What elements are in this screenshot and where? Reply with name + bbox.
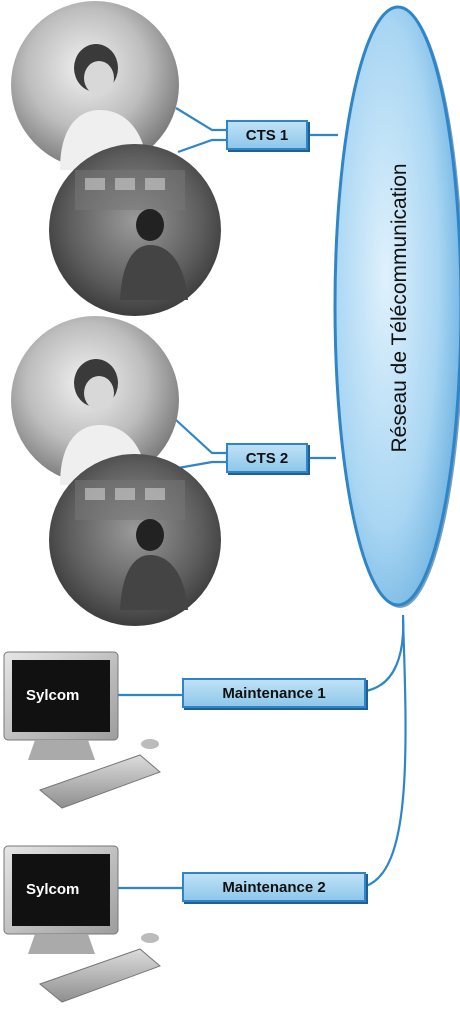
link-maint2-network [365,619,407,888]
link-maint1-network [365,614,405,693]
mouse-1 [141,739,159,749]
keyboard-2 [38,948,161,1003]
operator-photo-group-1 [11,1,221,316]
link-photo1-cts1 [175,107,226,132]
link-photo3-cts2 [175,419,226,455]
keyboard-1 [38,754,161,809]
network-ellipse [333,5,460,608]
node-maintenance-1: Maintenance 1 [182,678,366,708]
operator-photo-group-2 [11,316,221,626]
connection-lines [116,107,407,890]
sylcom-screen-label-1: Sylcom [26,687,80,704]
node-maintenance-2: Maintenance 2 [182,872,366,902]
mouse-2 [141,933,159,943]
monitor-screen-2 [12,854,110,926]
monitor-screen-1 [12,660,110,732]
workstation-1 [3,651,161,809]
node-cts-1: CTS 1 [226,120,308,150]
link-photo2-cts1 [177,138,226,154]
link-photo4-cts2 [177,460,226,470]
node-cts-2: CTS 2 [226,443,308,473]
workstation-2 [3,845,161,1003]
network-label: Réseau de Télécommunication [388,163,411,453]
sylcom-screen-label-2: Sylcom [26,881,80,898]
